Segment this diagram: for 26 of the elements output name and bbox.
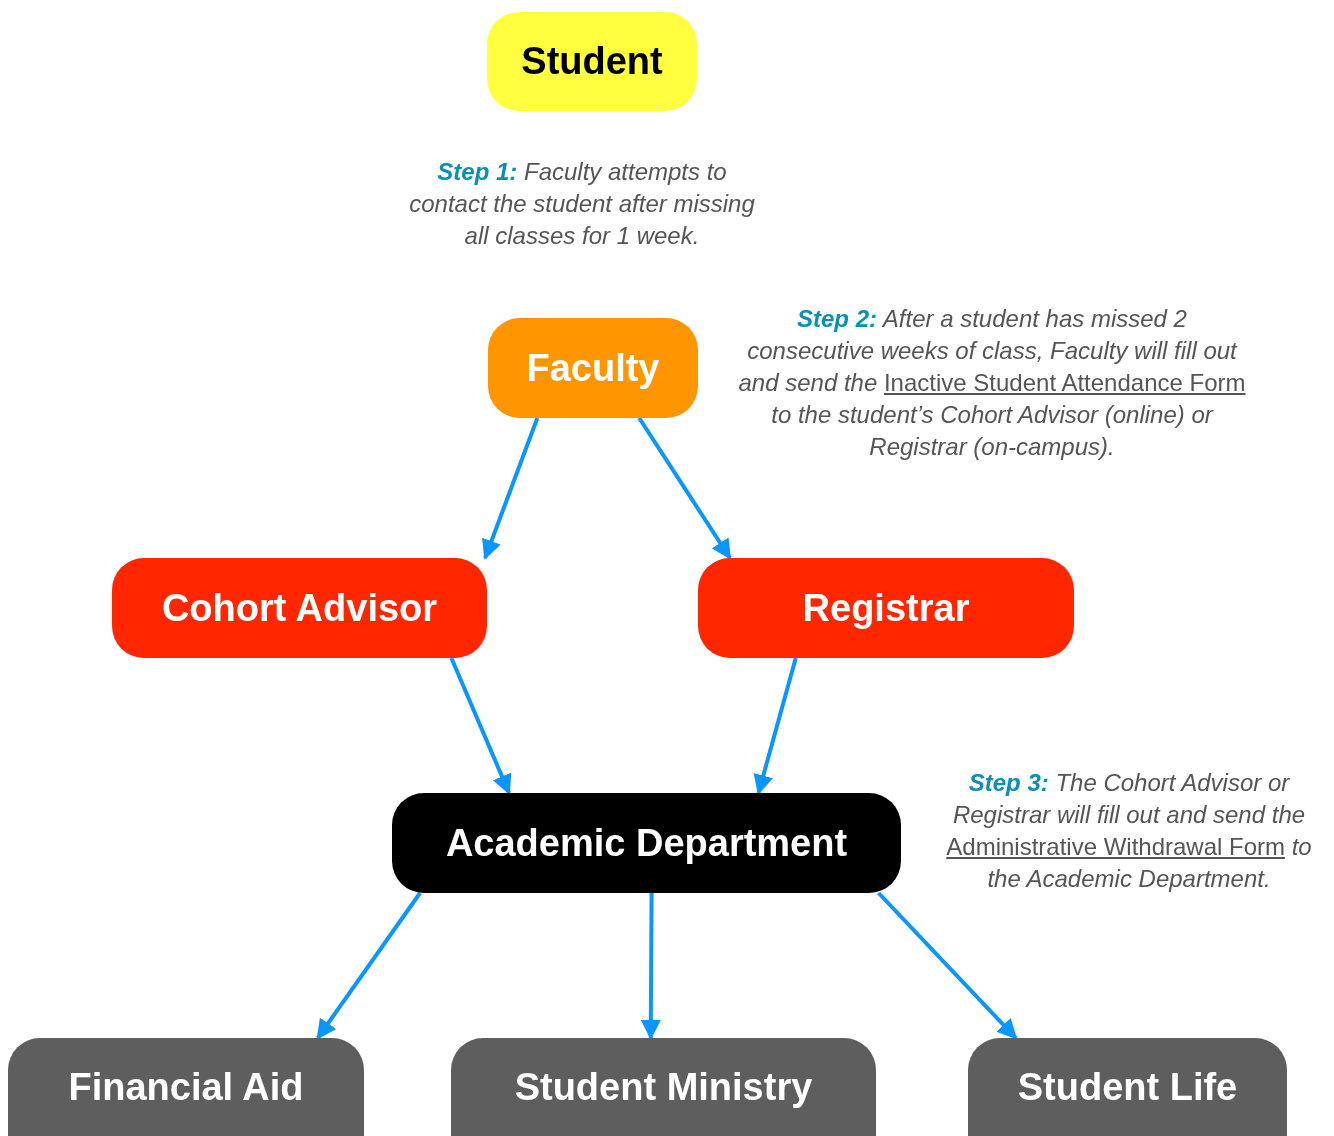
step-note: Step 1: Faculty attempts to contact the student after missing all classes for 1 week. [408, 157, 756, 251]
box-label: Registrar [802, 585, 970, 631]
box-label: Student Life [1017, 1064, 1238, 1110]
box-label: Student Ministry [514, 1064, 813, 1110]
rounded-box [8, 1038, 364, 1136]
rounded-box [488, 318, 698, 418]
arrow [449, 657, 512, 795]
arrow [753, 657, 798, 795]
step-note: Step 3: The Cohort Advisor or Registrar will fill out and send the Administrative Withdrawal Form to the Academic Department. [945, 768, 1313, 894]
arrow [877, 891, 1018, 1040]
arrow [316, 891, 422, 1040]
rounded-box [392, 793, 901, 893]
rounded-box [112, 558, 487, 658]
box-label: Academic Department [445, 820, 848, 866]
rounded-box [968, 1038, 1287, 1136]
box-label: Cohort Advisor [161, 585, 438, 631]
rounded-box [698, 558, 1074, 658]
rounded-box [451, 1038, 876, 1136]
arrow [637, 416, 732, 560]
box-label: Faculty [526, 345, 660, 391]
rounded-box [487, 12, 697, 111]
box-label: Student [521, 39, 663, 84]
box-label: Financial Aid [68, 1064, 304, 1110]
step-note: Step 2: After a student has missed 2 consecutive weeks of class, Faculty will fill out and send the Inactive Student Attendance Form to the student’s Cohort Advisor (online) or Registrar (on-campus). [737, 304, 1247, 462]
arrow [640, 893, 661, 1040]
arrow [482, 417, 540, 560]
